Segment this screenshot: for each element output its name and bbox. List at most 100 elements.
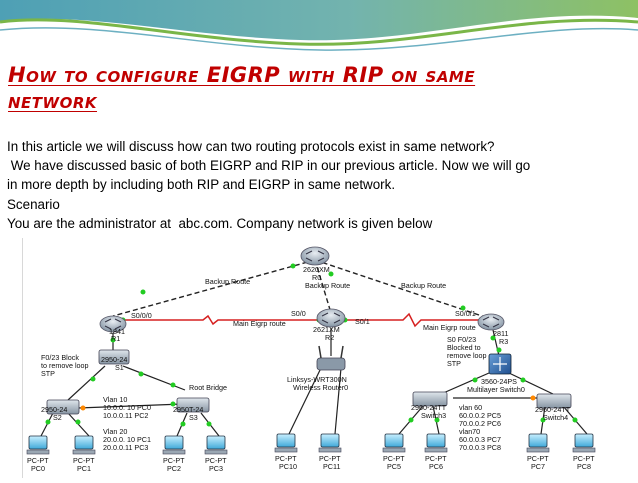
paragraph-5: You are the administrator at abc.com. Co…: [7, 215, 433, 231]
label-switch4-name: Switch4: [543, 413, 568, 422]
pc-pc7[interactable]: [526, 433, 550, 453]
pc-name-label: PC7: [531, 462, 545, 471]
label-router2-model: 2621XM: [313, 325, 340, 334]
label-mls-model: 3560-24PS: [481, 377, 517, 386]
vlan-right-4: vlan70: [459, 427, 480, 436]
paragraph-2: We have discussed basic of both EIGRP an…: [7, 158, 531, 174]
pc-type-label: PC-PT: [383, 454, 405, 463]
pc-type-label: PC-PT: [573, 454, 595, 463]
vlan-left-5: Vlan 20: [103, 427, 127, 436]
ethernet-links: [40, 328, 588, 437]
pc-icons: [26, 433, 596, 455]
label-switch3-model: 2960-24TT: [411, 403, 447, 412]
vlan-right-1: vlan 60: [459, 403, 482, 412]
pc-pc0[interactable]: [26, 435, 50, 455]
note-left-3: STP: [41, 369, 55, 378]
label-if-s001: S0/0/1: [455, 309, 476, 318]
note-right-3: remove loop: [447, 351, 487, 360]
pc-name-label: PC1: [77, 464, 91, 473]
note-root-bridge: Root Bridge: [189, 383, 227, 392]
router-r3[interactable]: [477, 313, 505, 331]
multilayer-switch[interactable]: [488, 353, 512, 375]
label-router1-model: 1841: [109, 327, 125, 336]
vlan-left-6: 20.0.0. 10 PC1: [103, 435, 151, 444]
paragraph-3: in more depth by including both RIP and …: [7, 177, 396, 193]
label-switch4-model: 2960-24TT: [535, 405, 571, 414]
pc-pc11[interactable]: [318, 433, 342, 453]
switch-switch3[interactable]: [412, 391, 448, 407]
vlan-right-6: 70.0.0.3 PC8: [459, 443, 501, 452]
label-if-s000: S0/0/0: [131, 311, 152, 320]
pc-pc1[interactable]: [72, 435, 96, 455]
note-right-2: Blocked to: [447, 343, 481, 352]
pc-pc8[interactable]: [572, 433, 596, 453]
label-backup-route-mid: Backup Route: [305, 281, 350, 290]
label-router3-model: 2811: [493, 329, 508, 338]
pc-pc2[interactable]: [162, 435, 186, 455]
title-line-1: How to configure EIGRP with RIP on same: [8, 63, 476, 87]
pc-pc5[interactable]: [382, 433, 406, 453]
vlan-right-3: 70.0.0.2 PC6: [459, 419, 501, 428]
slide-header-decoration: [0, 0, 638, 51]
pc-pc10[interactable]: [274, 433, 298, 453]
switch-s1[interactable]: [98, 349, 130, 365]
label-router0-model: 2620XM: [303, 265, 330, 274]
label-s2-model: 2950-24: [41, 405, 67, 414]
vlan-left-1: Vlan 10: [103, 395, 127, 404]
slide-title: How to configure EIGRP with RIP on same …: [8, 62, 608, 114]
switch-switch4[interactable]: [536, 393, 572, 409]
label-main-eigrp-left: Main Eigrp route: [233, 319, 286, 328]
pc-name-label: PC2: [167, 464, 181, 473]
pc-type-label: PC-PT: [205, 456, 227, 465]
pc-name-label: PC8: [577, 462, 591, 471]
label-switch3-name: Switch3: [421, 411, 446, 420]
router-r0[interactable]: [300, 246, 330, 266]
label-s1-model: 2950-24: [101, 355, 127, 364]
pc-type-label: PC-PT: [27, 456, 49, 465]
pc-type-label: PC-PT: [319, 454, 341, 463]
label-s1-name: S1: [115, 363, 124, 372]
network-topology-diagram: 2620XM R0 1841 R1 2621XM R2 2811 R3 Back…: [22, 238, 608, 478]
pc-type-label: PC-PT: [527, 454, 549, 463]
label-backup-route-right: Backup Route: [401, 281, 446, 290]
pc-name-label: PC0: [31, 464, 45, 473]
router-r1[interactable]: [99, 315, 127, 333]
note-right-4: STP: [447, 359, 461, 368]
pc-name-label: PC5: [387, 462, 401, 471]
pc-name-label: PC3: [209, 464, 223, 473]
wireless-router[interactable]: [316, 345, 346, 371]
switch-s2[interactable]: [46, 399, 80, 415]
switch-s3[interactable]: [176, 397, 210, 413]
pc-name-label: PC6: [429, 462, 443, 471]
pc-name-label: PC10: [279, 462, 297, 471]
label-router3-name: R3: [499, 337, 508, 346]
pc-labels: PC-PTPC0PC-PTPC1PC-PTPC2PC-PTPC3PC-PTPC1…: [27, 454, 595, 473]
pc-type-label: PC-PT: [275, 454, 297, 463]
note-right-1: S0 F0/23: [447, 335, 476, 344]
vlan-right-2: 60.0.0.2 PC5: [459, 411, 501, 420]
label-backup-route-left: Backup Route: [205, 277, 250, 286]
label-main-eigrp-right: Main Eigrp route: [423, 323, 476, 332]
serial-links: [119, 312, 485, 328]
pc-pc3[interactable]: [204, 435, 228, 455]
router-r2[interactable]: [316, 308, 346, 328]
label-router1-name: R1: [111, 334, 120, 343]
label-s2-name: S2: [53, 413, 62, 422]
label-s3-model: 2950T-24: [173, 405, 203, 414]
vlan-left-2: 10.0.0. 10 PC0: [103, 403, 151, 412]
backup-links: [112, 259, 489, 319]
pc-type-label: PC-PT: [73, 456, 95, 465]
title-line-2: network: [8, 89, 98, 113]
article-body: In this article we will discuss how can …: [7, 137, 635, 233]
pc-type-label: PC-PT: [425, 454, 447, 463]
paragraph-scenario: Scenario: [7, 196, 60, 212]
label-s3-name: S3: [189, 413, 198, 422]
pc-pc6[interactable]: [424, 433, 448, 453]
vlan-left-7: 20.0.0.11 PC3: [103, 443, 148, 452]
label-wrt-model: Linksys-WRT300N: [287, 375, 347, 384]
label-if-s00: S0/0: [291, 309, 306, 318]
label-router2-name: R2: [325, 333, 334, 342]
vlan-right-5: 60.0.0.3 PC7: [459, 435, 501, 444]
vlan-left-3: 10.0.0.11 PC2: [103, 411, 148, 420]
label-router0-name: R0: [312, 273, 321, 282]
